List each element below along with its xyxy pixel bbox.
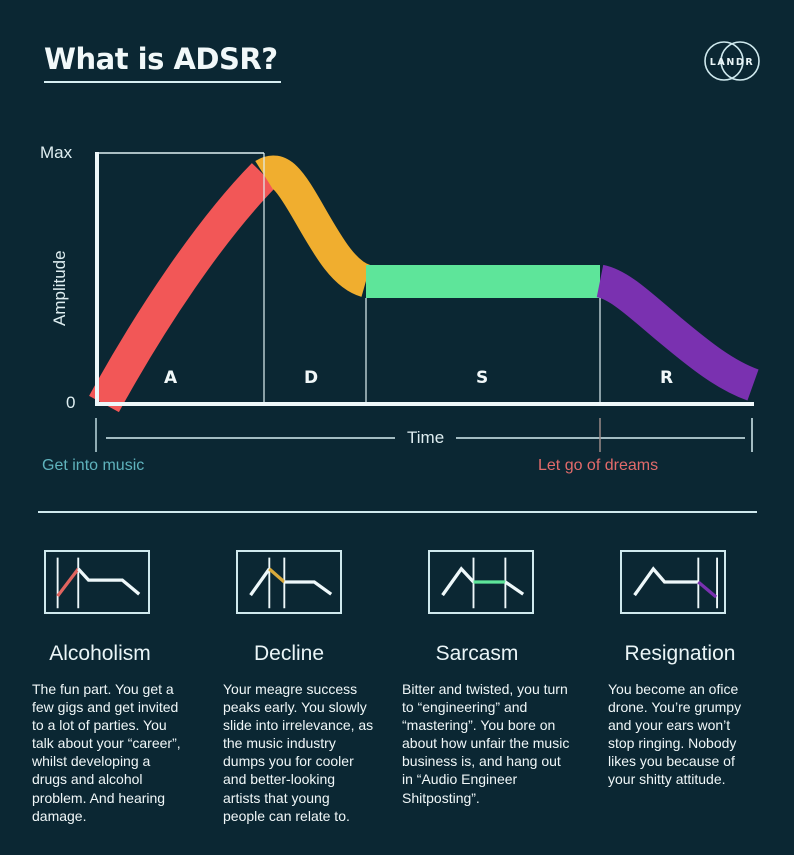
attack-envelope-icon bbox=[44, 550, 150, 614]
column-body-decline: Your meagre success peaks early. You slo… bbox=[223, 681, 374, 824]
sustain-band bbox=[366, 265, 600, 298]
release-envelope-icon bbox=[620, 550, 726, 614]
column-heading-decline: Decline bbox=[253, 642, 325, 665]
phase-letter-attack: A bbox=[164, 368, 178, 388]
column-heading-alcoholism: Alcoholism bbox=[49, 642, 151, 665]
end-annotation: Let go of dreams bbox=[538, 457, 659, 474]
start-annotation: Get into music bbox=[42, 457, 145, 474]
y-axis-label: Amplitude bbox=[50, 250, 69, 326]
section-divider bbox=[38, 511, 757, 513]
decay-envelope-icon bbox=[236, 550, 342, 614]
decay-curve bbox=[255, 155, 372, 297]
y-max-label: Max bbox=[40, 143, 73, 162]
phase-letter-release: R bbox=[660, 368, 674, 388]
column-body-resignation: You become an ofice drone. You’re grumpy… bbox=[608, 681, 742, 788]
title-underline bbox=[44, 81, 281, 83]
column-heading-sarcasm: Sarcasm bbox=[435, 642, 519, 665]
y-zero-label: 0 bbox=[66, 393, 76, 412]
sustain-envelope-icon bbox=[428, 550, 534, 614]
logo-text: LANDR bbox=[710, 57, 755, 68]
phase-letter-decay: D bbox=[304, 368, 319, 388]
column-body-alcoholism: The fun part. You get a few gigs and get… bbox=[32, 681, 181, 824]
page-title: What is ADSR? bbox=[44, 42, 278, 76]
release-curve bbox=[595, 264, 759, 401]
column-body-sarcasm: Bitter and twisted, you turn to “enginee… bbox=[402, 681, 570, 806]
landr-logo-icon: LANDR bbox=[704, 41, 760, 81]
x-axis-label: Time bbox=[403, 428, 449, 448]
adsr-chart bbox=[89, 152, 759, 452]
column-heading-resignation: Resignation bbox=[624, 642, 736, 665]
phase-letter-sustain: S bbox=[476, 368, 489, 388]
attack-curve bbox=[89, 163, 277, 413]
